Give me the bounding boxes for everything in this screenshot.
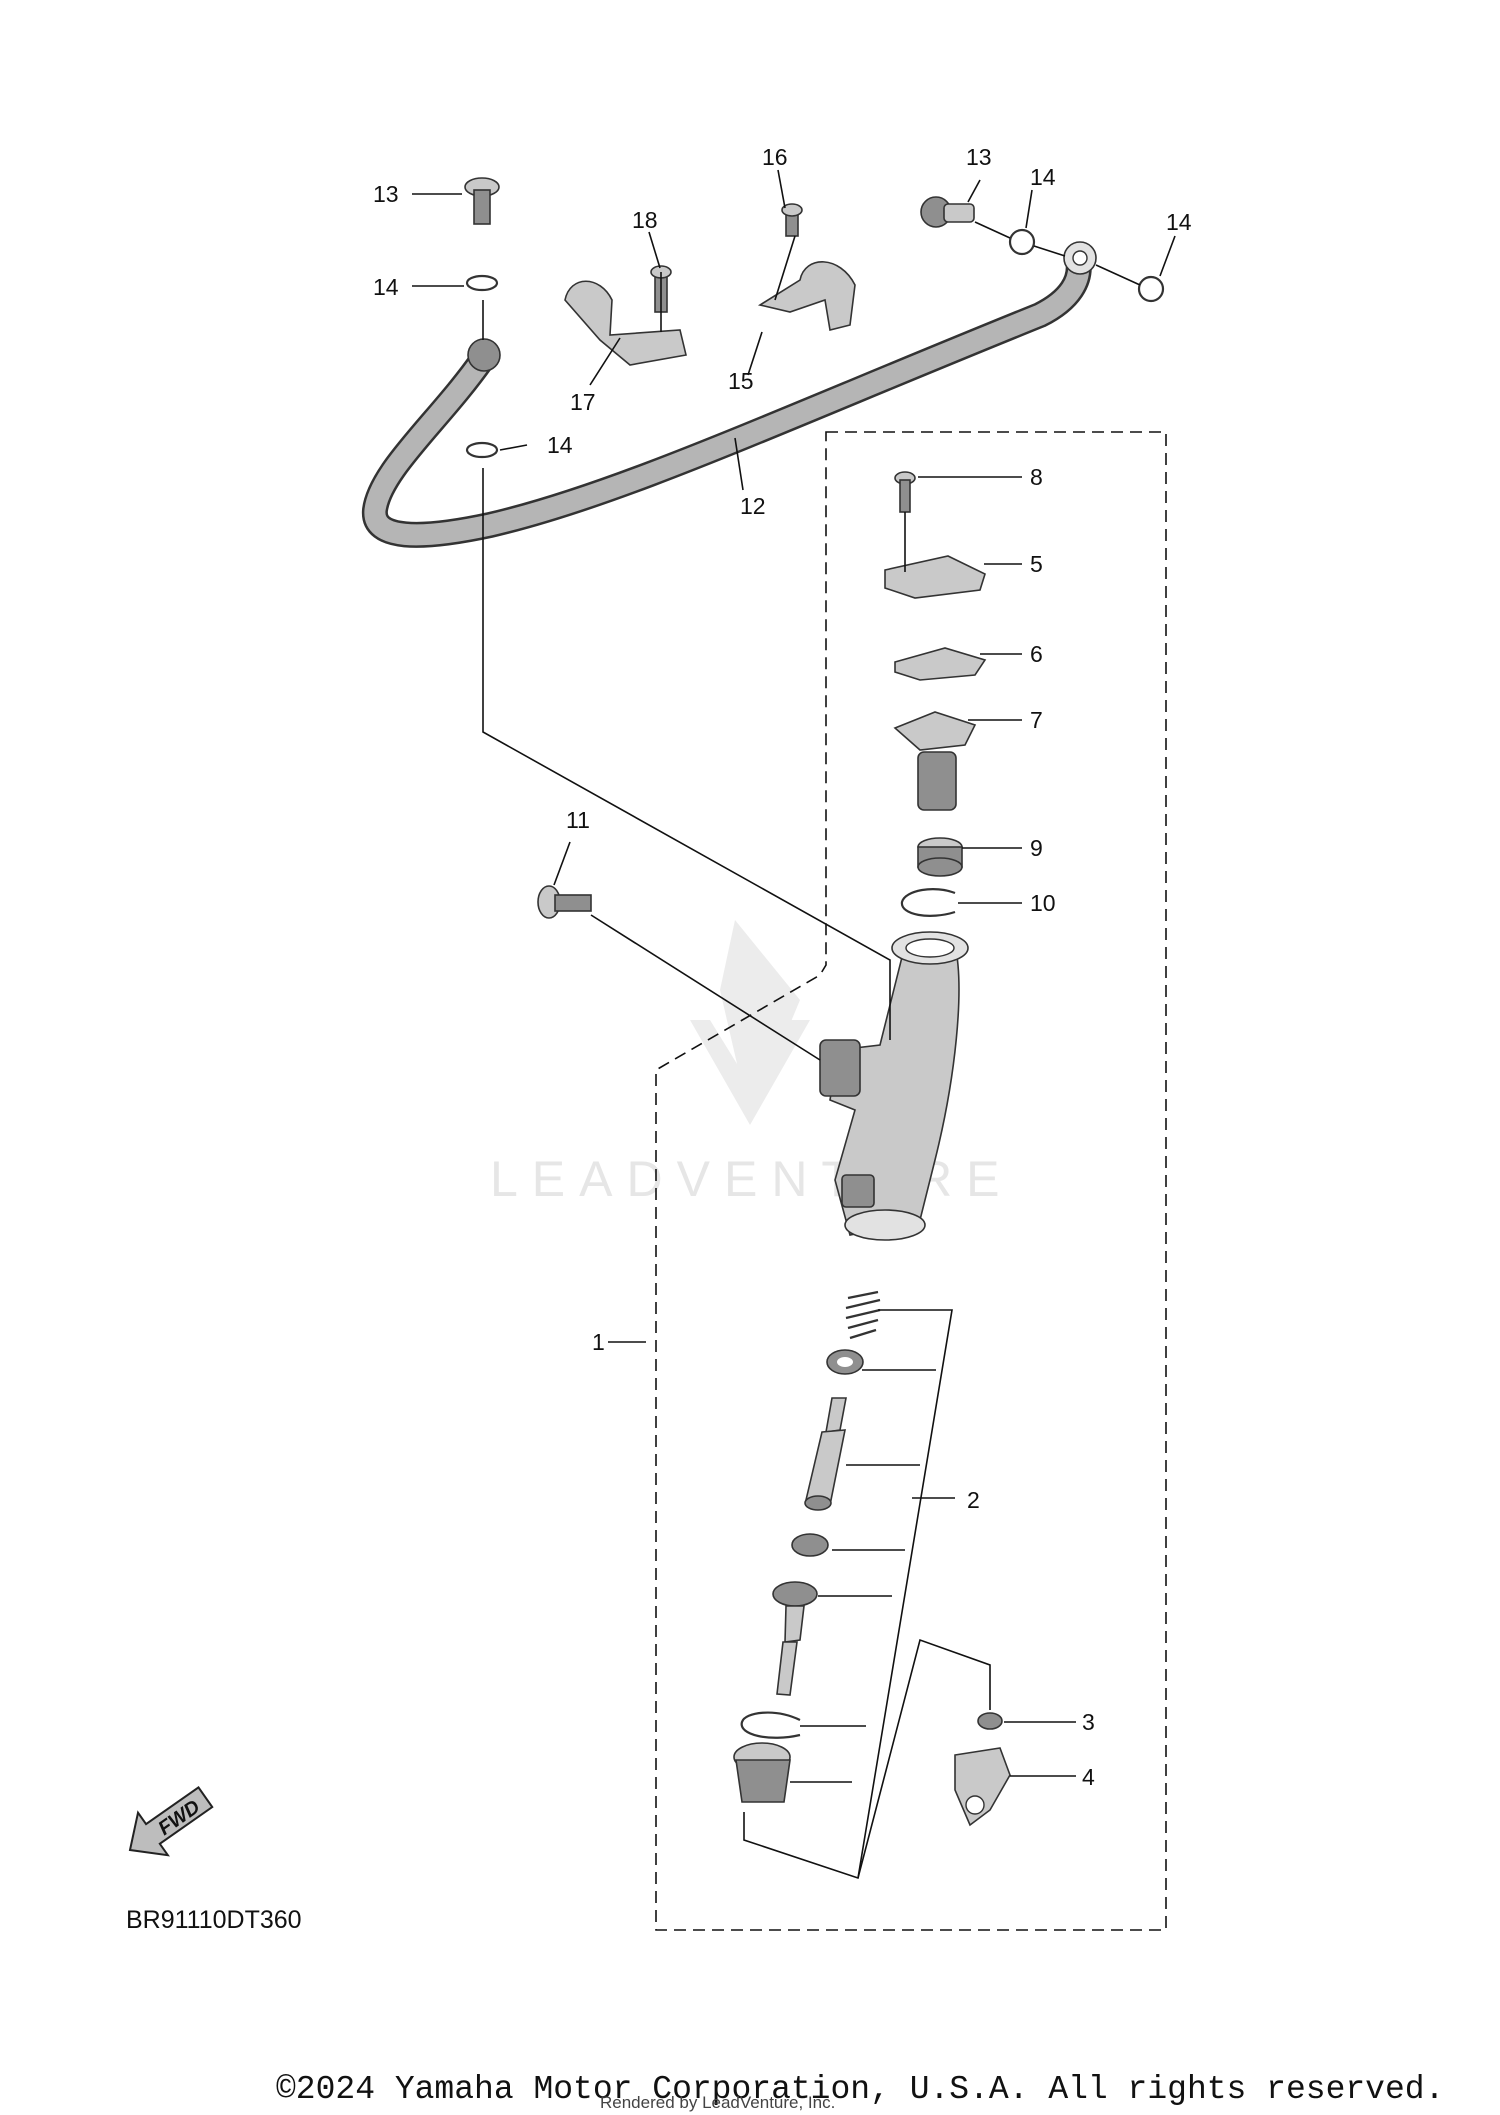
washer-mid-left <box>465 441 499 459</box>
rendered-by: Rendered by LeadVenture, Inc. <box>600 2093 835 2112</box>
callout-2: 2 <box>967 1487 980 1513</box>
callout-7: 7 <box>1030 707 1043 733</box>
callout-18: 18 <box>632 207 658 233</box>
nut-3 <box>977 1712 1003 1730</box>
callout-16: 16 <box>762 144 788 170</box>
kit-2-bracket <box>790 1309 955 1879</box>
callout-14-right-a: 14 <box>1030 164 1056 190</box>
callout-15: 15 <box>728 368 754 394</box>
cup-seal-a <box>826 1349 864 1375</box>
copyright-notice: ©2024 Yamaha Motor Corporation, U.S.A. A… <box>276 2071 1444 2108</box>
piston <box>804 1397 847 1511</box>
washer-top-left <box>465 274 499 292</box>
callout-1: 1 <box>592 1329 605 1355</box>
callout-4: 4 <box>1082 1764 1095 1790</box>
callout-leaders <box>412 169 1176 1777</box>
master-cylinder-body <box>819 931 969 1241</box>
diagram-code: BR91110DT360 <box>126 1906 302 1934</box>
hose-clamp-17 <box>564 265 687 366</box>
push-rod <box>772 1581 818 1696</box>
fwd-arrow: FWD <box>128 1786 214 1857</box>
callout-labels: 1 2 3 4 5 6 7 8 9 10 11 12 13 13 14 14 1… <box>373 144 1192 1790</box>
diaphragm-7 <box>893 711 977 811</box>
washer-right-a <box>1008 228 1036 256</box>
callout-6: 6 <box>1030 641 1043 667</box>
callout-14-top-left: 14 <box>373 274 399 300</box>
callout-13-right: 13 <box>966 144 992 170</box>
plug-9 <box>917 837 963 877</box>
callout-17: 17 <box>570 389 596 415</box>
bolt-8 <box>894 471 916 513</box>
callout-10: 10 <box>1030 890 1056 916</box>
brake-hose <box>361 241 1097 548</box>
hose-clamp-15 <box>757 203 856 331</box>
bolt-to-body-line <box>590 914 821 1061</box>
callout-3: 3 <box>1082 1709 1095 1735</box>
kit-boot-bracket <box>743 1638 991 1880</box>
callout-11: 11 <box>566 807 590 833</box>
bolt16-line <box>774 235 796 301</box>
spring <box>845 1290 881 1340</box>
circlip-kit <box>740 1711 801 1739</box>
circlip-10 <box>900 888 956 917</box>
union-bolt-right <box>920 196 975 228</box>
cup-seal-b <box>791 1533 829 1557</box>
reservoir-cap-5 <box>884 555 986 599</box>
callout-8: 8 <box>1030 464 1043 490</box>
callout-13-left: 13 <box>373 181 399 207</box>
banjo-line <box>974 221 1141 286</box>
diaphragm-6 <box>894 647 987 681</box>
callout-14-right-b: 14 <box>1166 209 1192 235</box>
callout-12: 12 <box>740 493 766 519</box>
callout-14-mid-left: 14 <box>547 432 573 458</box>
boot <box>733 1742 791 1803</box>
clevis-4 <box>954 1747 1011 1827</box>
bolt-11 <box>537 885 592 919</box>
assembly-boundary <box>655 431 1167 1931</box>
union-bolt-left <box>464 177 500 225</box>
callout-9: 9 <box>1030 835 1043 861</box>
washer-right-b <box>1137 275 1165 303</box>
hose-to-body-line <box>482 540 891 1040</box>
callout-5: 5 <box>1030 551 1043 577</box>
